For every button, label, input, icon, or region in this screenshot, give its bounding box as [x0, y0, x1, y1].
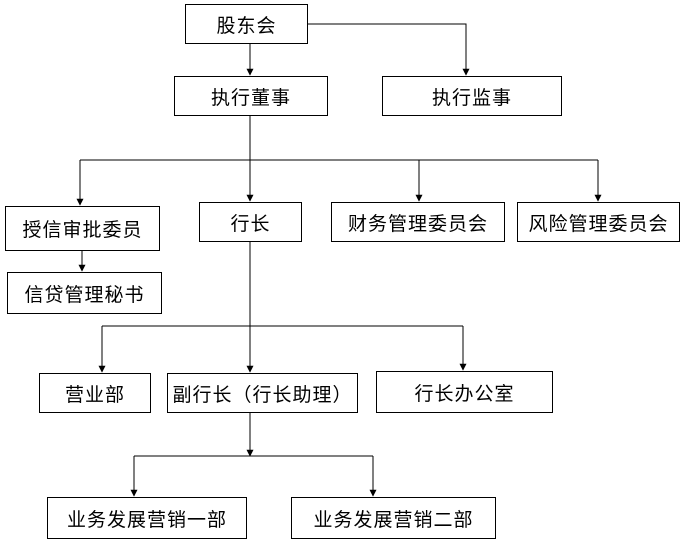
node-label: 业务发展营销二部 — [313, 508, 474, 531]
node-finance-committee: 财务管理委员会 — [331, 202, 505, 242]
node-shareholders-meeting: 股东会 — [185, 4, 308, 44]
node-executive-director: 执行董事 — [174, 76, 328, 116]
node-label: 财务管理委员会 — [347, 212, 488, 235]
node-label: 业务发展营销一部 — [66, 508, 227, 531]
node-label: 授信审批委员 — [22, 219, 143, 241]
node-president-office: 行长办公室 — [376, 371, 553, 413]
connector-shareholders-to-exec-supervisor — [308, 23, 470, 76]
node-label: 行长办公室 — [414, 382, 515, 405]
node-business-dev-1: 业务发展营销一部 — [47, 497, 247, 539]
node-label: 副行长（行长助理） — [172, 383, 353, 406]
node-vice-president: 副行长（行长助理） — [167, 373, 358, 413]
node-label: 行长 — [230, 212, 271, 235]
node-credit-secretary: 信贷管理秘书 — [7, 272, 162, 314]
node-president: 行长 — [199, 202, 302, 242]
node-business-dev-2: 业务发展营销二部 — [291, 497, 496, 539]
node-label: 股东会 — [216, 14, 277, 37]
node-executive-supervisor: 执行监事 — [382, 76, 562, 116]
node-label: 执行监事 — [431, 86, 512, 109]
node-label: 信贷管理秘书 — [24, 283, 145, 306]
node-risk-committee: 风险管理委员会 — [517, 202, 680, 242]
node-label: 风险管理委员会 — [528, 212, 669, 235]
node-credit-approval-committee: 授信审批委员 — [5, 206, 160, 251]
node-business-department: 营业部 — [39, 373, 151, 413]
node-label: 营业部 — [64, 383, 125, 406]
node-label: 执行董事 — [210, 86, 291, 109]
